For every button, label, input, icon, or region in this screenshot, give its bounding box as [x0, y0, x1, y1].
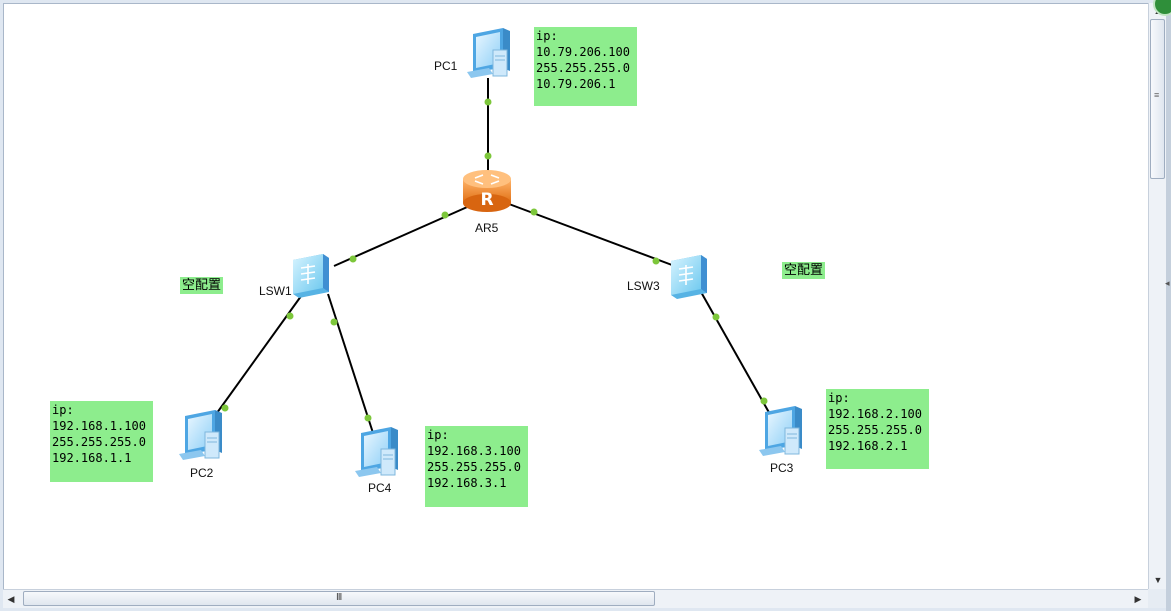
router-icon[interactable]: R: [463, 170, 511, 212]
note-pc2-ip[interactable]: ip: 192.168.1.100 255.255.255.0 192.168.…: [50, 401, 153, 482]
horizontal-scrollbar[interactable]: ◀ III ▶: [3, 589, 1148, 608]
note-line: 10.79.206.1: [536, 77, 616, 91]
pc1-icon[interactable]: [467, 28, 510, 78]
link-ar5-lsw1[interactable]: [333, 203, 475, 267]
port-dot: [530, 208, 538, 216]
note-line: ip:: [427, 428, 449, 442]
port-dot: [330, 318, 338, 326]
port-dot: [652, 257, 660, 265]
device-label-pc3: PC3: [770, 461, 794, 475]
port-dot: [712, 313, 720, 321]
switch-icon[interactable]: [293, 254, 329, 298]
port-dot: [441, 211, 449, 219]
device-label-pc1: PC1: [434, 59, 458, 73]
port-dot: [364, 414, 372, 422]
note-line: 192.168.3.100: [427, 444, 521, 458]
link-lsw3-pc3[interactable]: [700, 291, 772, 417]
grip-icon: ≡: [1154, 90, 1160, 100]
vertical-scrollbar[interactable]: ▲ ≡ ▼: [1148, 3, 1167, 589]
device-label-lsw1: LSW1: [259, 284, 292, 298]
note-line: 255.255.255.0: [828, 423, 922, 437]
port-dot: [286, 312, 294, 320]
pc4-icon[interactable]: [355, 427, 398, 477]
switch-icon[interactable]: [671, 255, 707, 299]
note-line: ip:: [536, 29, 558, 43]
device-label-pc2: PC2: [190, 466, 214, 480]
vertical-scroll-thumb[interactable]: ≡: [1150, 19, 1165, 179]
scroll-right-arrow-icon[interactable]: ▶: [1134, 594, 1142, 604]
note-line: 192.168.1.1: [52, 451, 132, 465]
note-line: 192.168.1.100: [52, 419, 146, 433]
pc3-icon[interactable]: [759, 406, 802, 456]
note-line: 10.79.206.100: [536, 45, 630, 59]
port-dot: [484, 152, 492, 160]
device-label-ar5: AR5: [475, 221, 499, 235]
note-line: 192.168.2.1: [828, 439, 908, 453]
note-line: ip:: [828, 391, 850, 405]
note-line: 255.255.255.0: [536, 61, 630, 75]
note-pc4-ip[interactable]: ip: 192.168.3.100 255.255.255.0 192.168.…: [425, 426, 528, 507]
link-ar5-lsw3[interactable]: [508, 203, 681, 269]
note-line: 255.255.255.0: [52, 435, 146, 449]
note-line: 192.168.2.100: [828, 407, 922, 421]
scroll-left-arrow-icon[interactable]: ◀: [7, 594, 15, 604]
status-badge-icon: [1153, 0, 1171, 16]
port-dot: [484, 98, 492, 106]
note-line: ip:: [52, 403, 74, 417]
splitter-arrow-icon[interactable]: ◂: [1165, 278, 1170, 288]
note-lsw3-config[interactable]: 空配置: [782, 262, 826, 279]
port-dot: [760, 397, 768, 405]
svg-text:R: R: [480, 190, 493, 210]
device-label-pc4: PC4: [368, 481, 392, 495]
note-lsw1-config[interactable]: 空配置: [180, 277, 224, 294]
pc2-icon[interactable]: [179, 410, 222, 460]
link-lsw1-pc2[interactable]: [208, 291, 305, 425]
horizontal-scroll-thumb[interactable]: III: [23, 591, 655, 606]
panel-splitter[interactable]: [1166, 0, 1171, 611]
link-lsw1-pc4[interactable]: [327, 293, 375, 437]
note-line: 255.255.255.0: [427, 460, 521, 474]
scroll-down-arrow-icon[interactable]: ▼: [1153, 575, 1163, 585]
port-dot: [221, 404, 229, 412]
note-pc1-ip[interactable]: ip: 10.79.206.100 255.255.255.0 10.79.20…: [534, 27, 637, 106]
note-line: 192.168.3.1: [427, 476, 507, 490]
topology-diagram: R: [179, 28, 802, 477]
scrollbar-corner: [1148, 589, 1167, 608]
device-label-lsw3: LSW3: [627, 279, 660, 293]
port-dot: [349, 255, 357, 263]
grip-icon: III: [336, 592, 342, 603]
note-pc3-ip[interactable]: ip: 192.168.2.100 255.255.255.0 192.168.…: [826, 389, 929, 469]
topology-canvas[interactable]: R PC1 AR5 LSW1 LSW3 PC2 PC4 PC3: [3, 3, 1149, 591]
